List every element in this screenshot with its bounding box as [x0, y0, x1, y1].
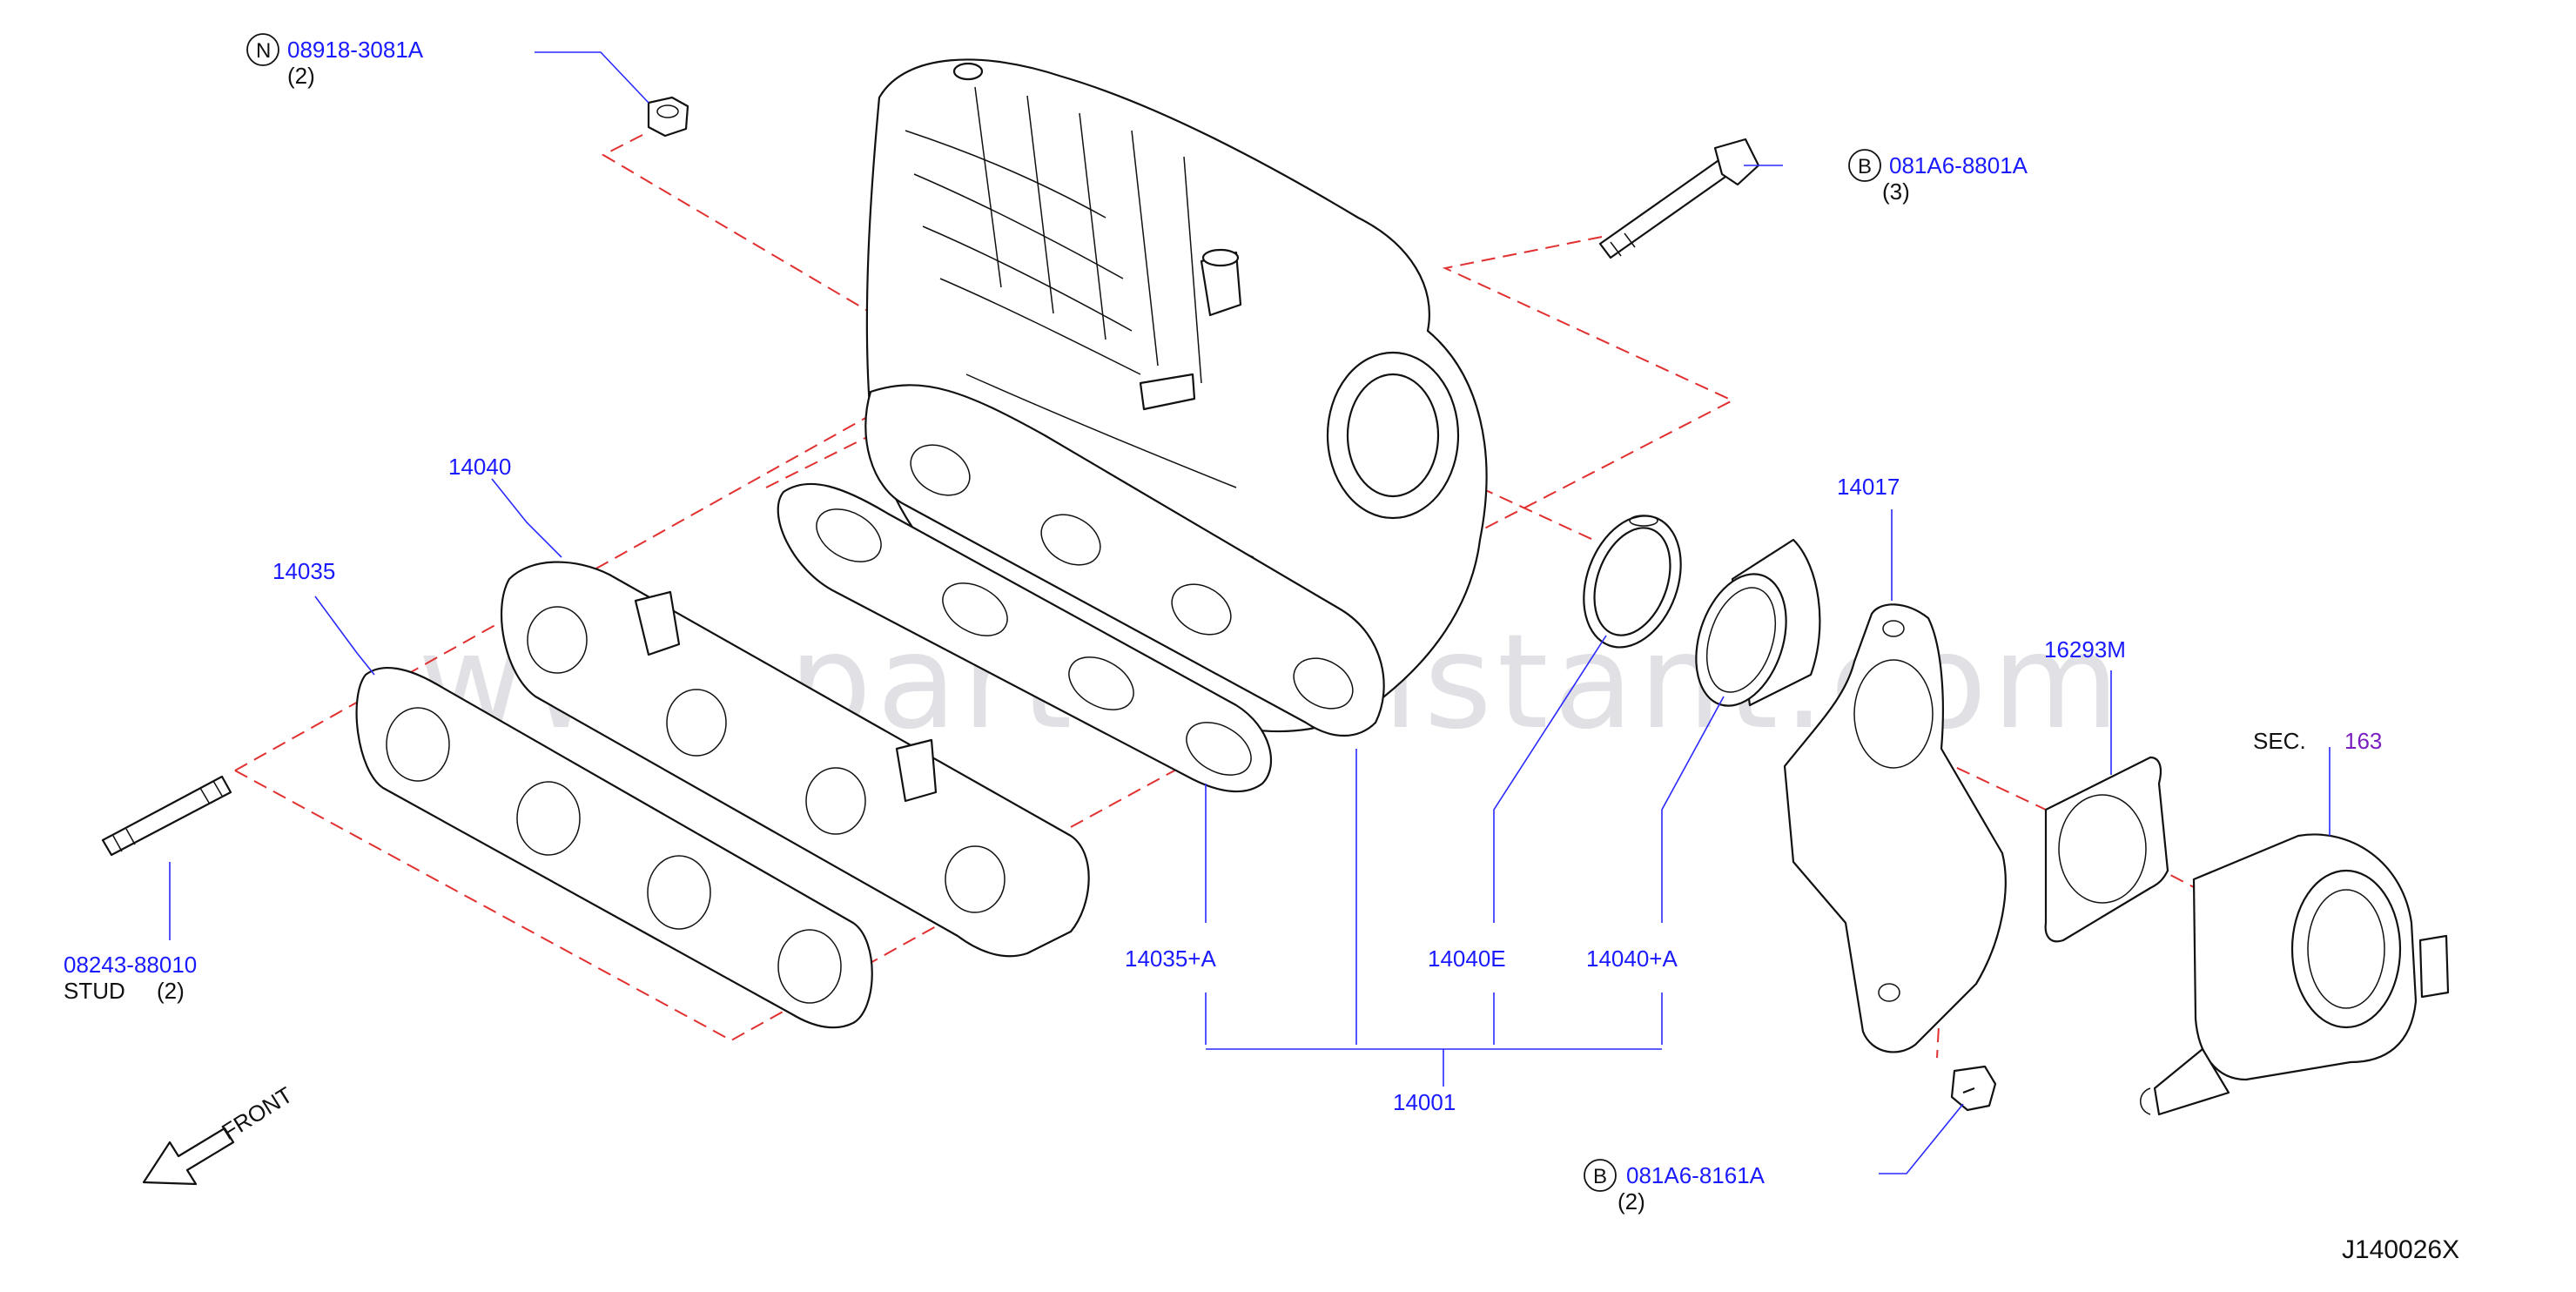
callout-nut: N 08918-3081A (2)	[246, 33, 424, 89]
label-sec: SEC.	[2253, 728, 2306, 754]
bracket-14017	[1783, 603, 2007, 1053]
stud-name: STUD	[64, 978, 125, 1004]
bolt-bottom-part-number: 081A6-8161A	[1626, 1162, 1766, 1188]
bolt-top-prefix: B	[1858, 155, 1872, 178]
stud-part-number: 08243-88010	[64, 952, 197, 978]
bolt-bottom-prefix: B	[1593, 1165, 1607, 1188]
seal-ring	[1583, 515, 1682, 649]
stud-icon	[101, 775, 232, 857]
nut-quantity: (2)	[287, 63, 315, 89]
callout-bolt-bottom: B 081A6-8161A (2)	[1584, 1159, 1766, 1215]
bolt-top-icon	[1598, 138, 1760, 259]
label-14035-a: 14035+A	[1125, 945, 1216, 972]
stud-quantity: (2)	[157, 978, 185, 1004]
throttle-body	[2140, 833, 2450, 1116]
manifold-flange	[864, 384, 1385, 737]
callout-stud: 08243-88010 STUD (2)	[64, 952, 197, 1004]
label-16293m: 16293M	[2044, 636, 2126, 663]
callout-bolt-top: B 081A6-8801A (3)	[1848, 149, 2028, 205]
bolt-top-quantity: (3)	[1882, 178, 1910, 205]
leader-lines	[169, 51, 2331, 1174]
label-14040: 14040	[448, 454, 511, 480]
bolt-top-part-number: 081A6-8801A	[1889, 152, 2028, 178]
label-14017: 14017	[1837, 474, 1900, 500]
nut-part-number: 08918-3081A	[287, 37, 424, 63]
bolt-bottom-quantity: (2)	[1618, 1188, 1645, 1215]
label-14040e: 14040E	[1428, 945, 1506, 972]
gasket-16293m	[2044, 756, 2169, 943]
sleeve	[1695, 538, 1821, 707]
label-14040-a: 14040+A	[1586, 945, 1678, 972]
spacer-14040	[500, 561, 1090, 958]
bolt-bottom-icon	[1950, 1065, 1997, 1112]
label-14035: 14035	[272, 558, 335, 584]
label-14001: 14001	[1393, 1089, 1456, 1115]
gasket-14035	[355, 667, 873, 1029]
label-sec-number: 163	[2344, 728, 2382, 754]
front-arrow: FRONT	[142, 1081, 297, 1186]
manifold-gasket-a	[777, 482, 1273, 793]
front-label: FRONT	[217, 1081, 297, 1145]
diagram-code: J140026X	[2342, 1235, 2459, 1264]
nut-icon	[647, 96, 689, 138]
nut-prefix: N	[256, 39, 271, 63]
front-arrow-icon	[142, 1127, 235, 1186]
